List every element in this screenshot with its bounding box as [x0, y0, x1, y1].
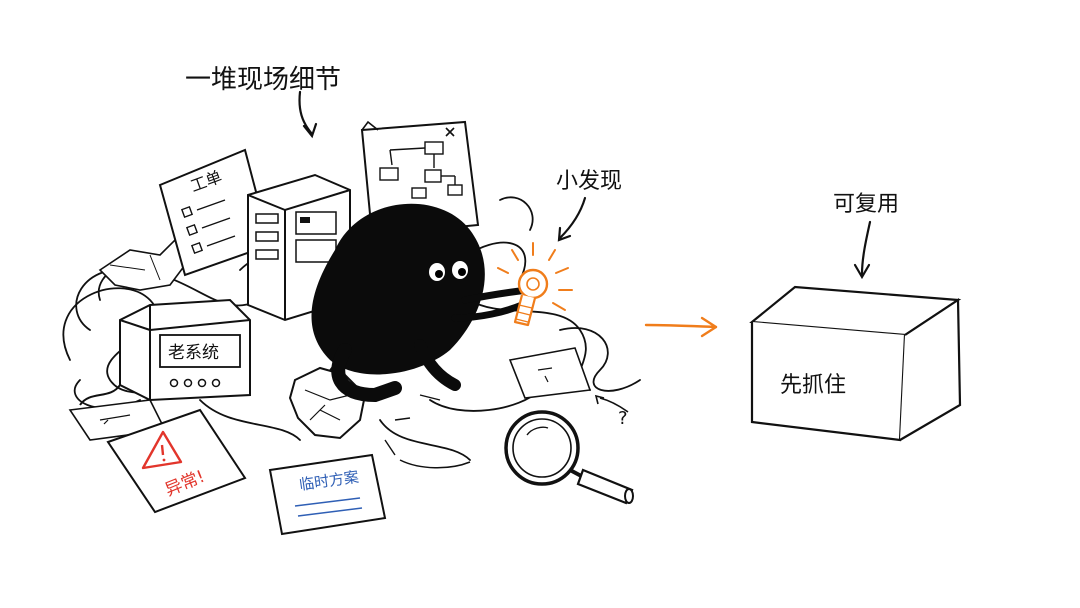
magnifying-glass-icon: [504, 410, 634, 505]
open-box-icon: 先抓住: [749, 285, 962, 442]
arrow-to-box: [644, 316, 718, 338]
blob-character: [311, 203, 532, 403]
exception-paper: 异常!: [106, 408, 247, 514]
work-order-paper: 工单: [158, 148, 272, 277]
arrow-head-pile: [302, 122, 318, 139]
floor-paper-right: [508, 347, 592, 399]
label-reusable: 可复用: [833, 192, 899, 217]
label-grab-first: 先抓住: [780, 373, 846, 398]
legacy-system-box: 老系统: [79, 298, 251, 406]
temp-solution-paper: 临时方案: [268, 453, 387, 536]
scatter-arrow: [599, 397, 629, 413]
bolt-icon: [497, 242, 573, 327]
warning-triangle-icon: [141, 430, 183, 470]
arrow-to-pile: [298, 90, 314, 136]
label-pile-details: 一堆现场细节: [185, 65, 341, 95]
crumpled-paper-ball: [288, 366, 367, 440]
label-small-finding: 小发现: [556, 169, 622, 194]
question-mark: ?: [618, 408, 628, 429]
arrow-to-box-label: [860, 220, 872, 276]
arrow-to-finding: [558, 196, 587, 240]
legacy-system-label: 老系统: [168, 343, 219, 363]
